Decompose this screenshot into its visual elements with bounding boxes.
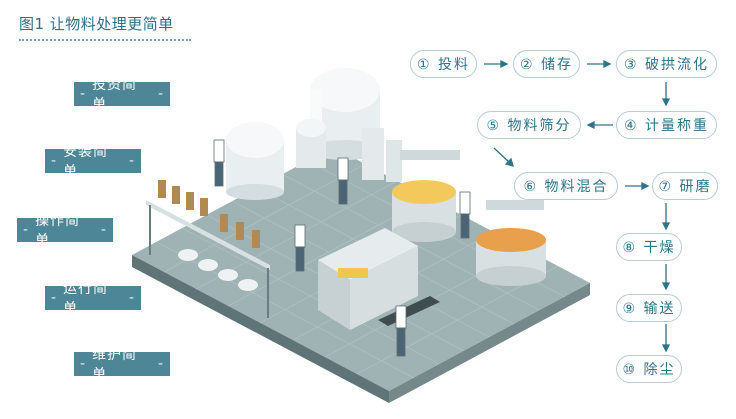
- step-storage: ② 储存: [513, 50, 580, 78]
- column-vessels: [362, 128, 402, 182]
- floor-side-right: [389, 283, 590, 403]
- step-feeding: ① 投料: [410, 50, 477, 78]
- processing-station: [318, 228, 440, 330]
- step-arch-breaking: ③ 破拱流化: [616, 50, 717, 78]
- mixing-tank-small: [296, 119, 326, 168]
- step-weighing: ④ 计量称重: [616, 111, 717, 139]
- step-screening: ⑤ 物料筛分: [477, 111, 581, 139]
- figure-title: 图1 让物料处理更简单: [19, 15, 174, 33]
- drum-rack: [146, 180, 270, 318]
- step-dust-removal: ⑩ 除尘: [616, 355, 682, 383]
- mixer-vat-2: [476, 200, 546, 286]
- worker-figures: [213, 139, 471, 357]
- step-mixing: ⑥ 物料混合: [514, 172, 618, 200]
- flow-arrows: [484, 59, 671, 353]
- storage-tank-left: [226, 122, 284, 200]
- step-drying: ⑧ 干燥: [616, 233, 682, 261]
- step-grinding: ⑦ 研磨: [652, 172, 718, 200]
- floor-side-left: [132, 255, 389, 403]
- mixer-vat-1: [392, 150, 460, 242]
- step-conveying: ⑨ 输送: [616, 294, 682, 322]
- title-divider: [19, 39, 191, 41]
- tag-install: 安装简单: [45, 144, 141, 180]
